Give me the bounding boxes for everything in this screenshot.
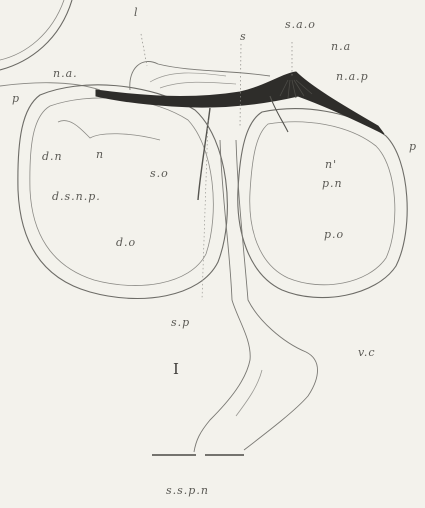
outer-shell-lower-line xyxy=(0,83,100,90)
left-pouch-outer xyxy=(18,85,228,299)
vessel-branch xyxy=(198,108,210,200)
left-pouch-fold xyxy=(58,121,160,140)
label-p-n: p.n xyxy=(322,177,343,190)
label-n-a-p: n.a.p xyxy=(336,70,369,83)
label-d-o: d.o xyxy=(116,236,136,249)
right-pouch-inner xyxy=(250,122,395,285)
outer-shell-curve xyxy=(0,0,72,70)
top-bulge-texture xyxy=(150,73,236,88)
figure-number: I xyxy=(173,360,179,378)
vessel-branch-2 xyxy=(270,96,288,132)
label-d-n: d.n xyxy=(42,150,63,163)
leader-s xyxy=(240,44,241,128)
label-s-p: s.p xyxy=(171,316,190,329)
label-s-s-p-n: s.s.p.n xyxy=(166,484,209,497)
label-s: s xyxy=(240,30,247,43)
cord-mid xyxy=(236,370,262,416)
label-l: l xyxy=(134,6,139,19)
label-s-o: s.o xyxy=(150,167,169,180)
label-n-prime: n' xyxy=(325,158,337,171)
label-p-o: p.o xyxy=(324,228,344,241)
cord-right xyxy=(236,140,318,450)
label-p-top-left: p xyxy=(12,92,20,105)
label-s-a-o: s.a.o xyxy=(285,18,316,31)
label-n-small: n xyxy=(96,148,104,161)
top-bulge xyxy=(130,62,270,90)
right-pouch-outer xyxy=(238,109,407,298)
outer-shell-curve-inner xyxy=(0,0,64,60)
label-p-right: p xyxy=(409,140,417,153)
label-d-s-n-p: d.s.n.p. xyxy=(52,190,101,203)
label-n-a-left: n.a. xyxy=(53,67,78,80)
label-v-c: v.c xyxy=(358,346,376,359)
label-n-a-top: n.a xyxy=(331,40,351,53)
